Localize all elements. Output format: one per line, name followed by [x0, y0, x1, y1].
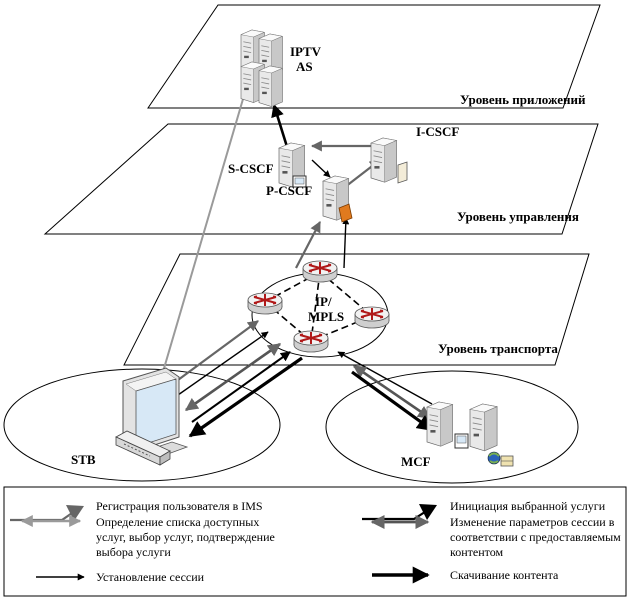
arrow-router-to-pcscf-black: [342, 217, 350, 269]
arrow-router-download-stb: [188, 356, 303, 438]
router-icon: [302, 260, 338, 283]
arrow-stb-initiation: [191, 351, 291, 423]
arrow-stb-change-params: [184, 342, 282, 412]
legend-text-services: Определение списка доступных: [96, 515, 259, 529]
iptv-label: AS: [296, 59, 313, 74]
icscf-label: I-CSCF: [416, 124, 459, 139]
legend-text-services: выбора услуги: [96, 545, 171, 559]
arrow-mcf-change-params: [352, 364, 432, 420]
legend-text-session-setup: Установление сессии: [96, 570, 205, 584]
arrow-scscf-to-iptv: [271, 103, 290, 151]
legend-text-initiation: Инициация выбранной услуги: [450, 499, 606, 513]
arrow-mcf-download: [351, 370, 434, 432]
legend-text-download: Скачивание контента: [450, 568, 559, 582]
iptv-as-server-icon: [240, 29, 283, 107]
scscf-label: S-CSCF: [228, 161, 274, 176]
level-control-label: Уровень управления: [457, 209, 579, 224]
icscf-server-icon: [370, 137, 408, 184]
arrow-stb-to-iptv: [157, 81, 251, 383]
stb-box-icon: [115, 430, 171, 466]
pcscf-label: P-CSCF: [266, 183, 312, 198]
stb-label: STB: [71, 452, 96, 467]
mcf-label: MCF: [401, 454, 431, 469]
router-icon: [293, 330, 329, 353]
legend-text-registration: Регистрация пользователя в IMS: [96, 499, 263, 513]
level-application-label: Уровень приложений: [460, 92, 586, 107]
arrow-router-to-pcscf-gray: [295, 221, 321, 269]
legend-text-services: услуг, выбор услуг, подтверждение: [96, 530, 275, 544]
legend-text-change-params: Изменение параметров сессии в: [450, 515, 615, 529]
router-icon: [354, 306, 390, 329]
ipmpls-label: IP/: [315, 294, 332, 309]
arrow-scscf-to-pcscf: [311, 159, 331, 178]
legend-text-change-params: соответствии с предоставляемым: [450, 530, 621, 544]
mcf-server-icon: [426, 401, 514, 467]
pcscf-server-icon: [322, 175, 353, 223]
iptv-label: IPTV: [290, 44, 322, 59]
legend-text-change-params: контентом: [450, 545, 503, 559]
ipmpls-label: MPLS: [308, 309, 344, 324]
level-transport-label: Уровень транспорта: [438, 341, 558, 356]
legend-box: [3, 486, 627, 597]
scscf-server-icon: [278, 142, 307, 188]
router-icon: [247, 292, 283, 315]
